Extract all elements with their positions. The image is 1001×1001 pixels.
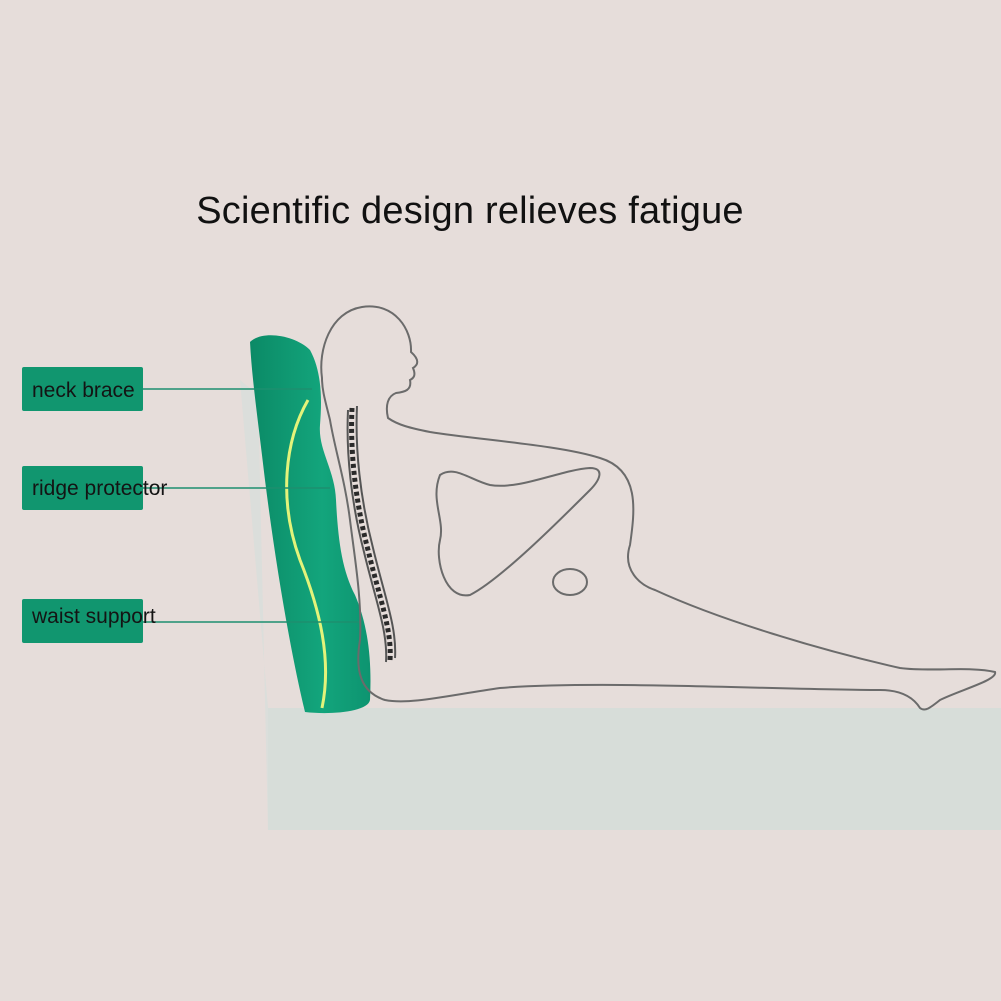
- hand-outline: [552, 568, 588, 596]
- waist-support-label: waist support: [32, 605, 156, 628]
- neck-brace-box: [22, 367, 143, 411]
- neck-brace-label: neck brace: [32, 379, 135, 402]
- page-title: Scientific design relieves fatigue: [196, 190, 744, 232]
- arm-outline: [435, 466, 601, 597]
- body-outline: [320, 305, 996, 711]
- ridge-protector-label: ridge protector: [32, 477, 168, 500]
- spine: [346, 405, 397, 663]
- ridge-protector-box: [22, 466, 143, 510]
- back-cushion: [250, 335, 371, 714]
- waist-support-box: [22, 599, 143, 643]
- seat-base: [268, 708, 1001, 830]
- spine-curve-line: [285, 399, 328, 709]
